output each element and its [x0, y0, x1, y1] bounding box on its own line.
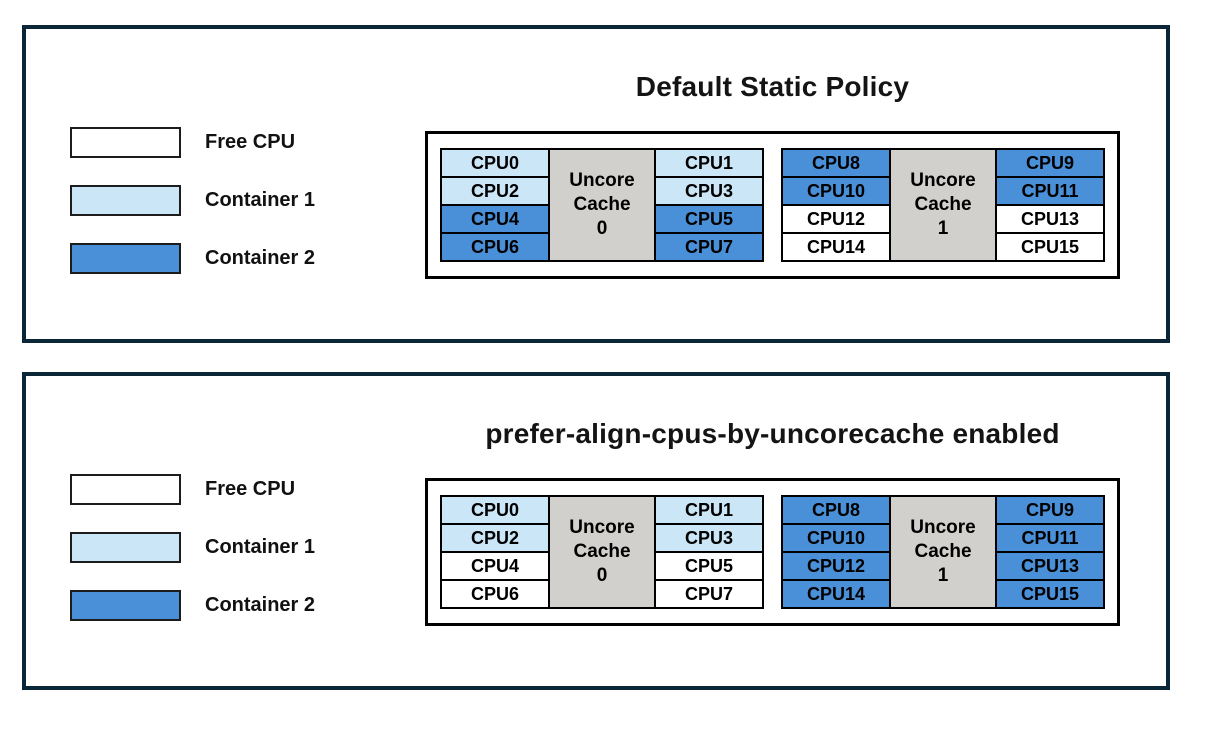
- cpu-topology-diagram: CPU0 CPU2 CPU4 CPU6 Uncore Cache 0 CPU1 …: [425, 478, 1120, 626]
- cpu2-cell: CPU2: [440, 523, 550, 553]
- cpu2-cell: CPU2: [440, 176, 550, 206]
- cpu1-cell: CPU1: [654, 495, 764, 525]
- cpu3-cell: CPU3: [654, 176, 764, 206]
- cpu-column-left: CPU8 CPU10 CPU12 CPU14: [781, 495, 891, 609]
- legend-item-container1: Container 1: [70, 185, 315, 216]
- cpu5-cell: CPU5: [654, 204, 764, 234]
- cpu12-cell: CPU12: [781, 204, 891, 234]
- cpu10-cell: CPU10: [781, 523, 891, 553]
- cpu6-cell: CPU6: [440, 232, 550, 262]
- cpu4-cell: CPU4: [440, 551, 550, 581]
- cpu8-cell: CPU8: [781, 148, 891, 178]
- cpu10-cell: CPU10: [781, 176, 891, 206]
- legend-item-container2: Container 2: [70, 590, 315, 621]
- legend-label: Free CPU: [205, 478, 296, 500]
- legend-label: Container 1: [205, 536, 316, 558]
- legend-label: Container 1: [205, 189, 316, 211]
- cpu14-cell: CPU14: [781, 579, 891, 609]
- uncore-cache-1-cell: Uncore Cache 1: [889, 148, 997, 262]
- cpu8-cell: CPU8: [781, 495, 891, 525]
- legend-label: Free CPU: [205, 131, 296, 153]
- cpu0-cell: CPU0: [440, 495, 550, 525]
- cpu0-cell: CPU0: [440, 148, 550, 178]
- container2-swatch: [70, 243, 181, 274]
- cpu-column-right: CPU9 CPU11 CPU13 CPU15: [995, 495, 1105, 609]
- cpu-column-left: CPU0 CPU2 CPU4 CPU6: [440, 495, 550, 609]
- cpu13-cell: CPU13: [995, 204, 1105, 234]
- default-static-policy-panel: Default Static Policy Free CPU Container…: [22, 25, 1170, 343]
- container2-swatch: [70, 590, 181, 621]
- cpu4-cell: CPU4: [440, 204, 550, 234]
- free-cpu-swatch: [70, 474, 181, 505]
- cpu6-cell: CPU6: [440, 579, 550, 609]
- cpu-column-left: CPU0 CPU2 CPU4 CPU6: [440, 148, 550, 262]
- uncore-cache-0-group: CPU0 CPU2 CPU4 CPU6 Uncore Cache 0 CPU1 …: [440, 495, 764, 609]
- legend-label: Container 2: [205, 247, 316, 269]
- cpu-topology-diagram: CPU0 CPU2 CPU4 CPU6 Uncore Cache 0 CPU1 …: [425, 131, 1120, 279]
- legend-item-free-cpu: Free CPU: [70, 474, 315, 505]
- free-cpu-swatch: [70, 127, 181, 158]
- legend-item-container2: Container 2: [70, 243, 315, 274]
- panel-title: Default Static Policy: [635, 71, 910, 102]
- cpu7-cell: CPU7: [654, 579, 764, 609]
- cpu-column-right: CPU1 CPU3 CPU5 CPU7: [654, 495, 764, 609]
- uncore-cache-1-group: CPU8 CPU10 CPU12 CPU14 Uncore Cache 1 CP…: [781, 495, 1105, 609]
- cpu5-cell: CPU5: [654, 551, 764, 581]
- container1-swatch: [70, 185, 181, 216]
- cpu7-cell: CPU7: [654, 232, 764, 262]
- cpu12-cell: CPU12: [781, 551, 891, 581]
- cpu15-cell: CPU15: [995, 232, 1105, 262]
- legend: Free CPU Container 1 Container 2: [70, 474, 315, 648]
- cpu15-cell: CPU15: [995, 579, 1105, 609]
- cpu-column-left: CPU8 CPU10 CPU12 CPU14: [781, 148, 891, 262]
- container1-swatch: [70, 532, 181, 563]
- uncore-cache-1-group: CPU8 CPU10 CPU12 CPU14 Uncore Cache 1 CP…: [781, 148, 1105, 262]
- cpu13-cell: CPU13: [995, 551, 1105, 581]
- panel-title: prefer-align-cpus-by-uncorecache enabled: [485, 418, 1060, 449]
- cpu11-cell: CPU11: [995, 176, 1105, 206]
- cpu1-cell: CPU1: [654, 148, 764, 178]
- uncore-cache-1-cell: Uncore Cache 1: [889, 495, 997, 609]
- prefer-align-uncorecache-panel: prefer-align-cpus-by-uncorecache enabled…: [22, 372, 1170, 690]
- cpu9-cell: CPU9: [995, 495, 1105, 525]
- cpu14-cell: CPU14: [781, 232, 891, 262]
- uncore-cache-0-group: CPU0 CPU2 CPU4 CPU6 Uncore Cache 0 CPU1 …: [440, 148, 764, 262]
- legend-item-free-cpu: Free CPU: [70, 127, 315, 158]
- cpu-column-right: CPU9 CPU11 CPU13 CPU15: [995, 148, 1105, 262]
- uncore-cache-0-cell: Uncore Cache 0: [548, 495, 656, 609]
- cpu11-cell: CPU11: [995, 523, 1105, 553]
- cpu3-cell: CPU3: [654, 523, 764, 553]
- legend-item-container1: Container 1: [70, 532, 315, 563]
- uncore-cache-0-cell: Uncore Cache 0: [548, 148, 656, 262]
- legend-label: Container 2: [205, 594, 316, 616]
- cpu9-cell: CPU9: [995, 148, 1105, 178]
- legend: Free CPU Container 1 Container 2: [70, 127, 315, 301]
- cpu-column-right: CPU1 CPU3 CPU5 CPU7: [654, 148, 764, 262]
